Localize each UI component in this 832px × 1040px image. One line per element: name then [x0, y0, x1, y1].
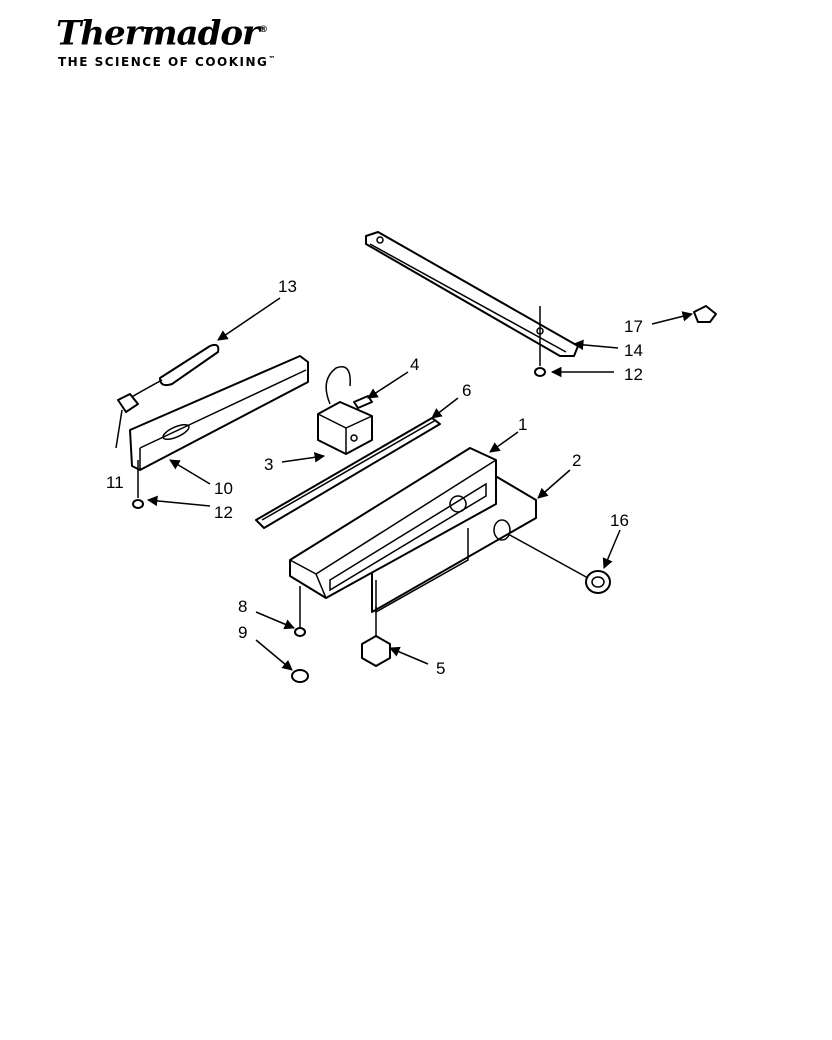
brand-name: Thermador® — [56, 12, 275, 51]
callout-13: 13 — [278, 277, 297, 296]
callout-5: 5 — [436, 659, 445, 678]
callout-12-left: 12 — [214, 503, 233, 522]
tagline-trademark: ™ — [268, 55, 276, 64]
callout-6: 6 — [462, 381, 471, 400]
part-10-channel — [129, 355, 309, 471]
callout-17: 17 — [624, 317, 643, 336]
brand-tagline-text: THE SCIENCE OF COOKING — [58, 55, 269, 70]
part-9-nut — [291, 669, 309, 683]
callout-10: 10 — [214, 479, 233, 498]
part-12-screw-right — [534, 306, 546, 377]
brand-tagline: THE SCIENCE OF COOKING™ — [58, 55, 275, 69]
callout-12-right: 12 — [624, 365, 643, 384]
callout-leaders — [146, 297, 694, 671]
thermador-logo: Thermador® THE SCIENCE OF COOKING™ — [56, 12, 275, 69]
part-3-switch — [317, 366, 373, 455]
part-14-bracket — [365, 231, 579, 357]
part-8-screw — [294, 586, 306, 637]
callout-labels: 1 2 3 4 5 6 8 9 10 11 12 12 12 13 14 16 … — [106, 277, 643, 678]
part-2-base — [375, 528, 469, 614]
callout-1: 1 — [518, 415, 527, 434]
part-17-clip — [693, 305, 717, 323]
part-11-clip — [115, 393, 139, 449]
callout-9: 9 — [238, 623, 247, 642]
part-4-screw — [353, 395, 373, 409]
part-12-screw-left — [132, 460, 144, 509]
part-1-panel — [289, 447, 511, 599]
callout-8: 8 — [238, 597, 247, 616]
callout-4: 4 — [410, 355, 419, 374]
part-6-strip — [255, 417, 441, 529]
callout-3: 3 — [264, 455, 273, 474]
part-13-bulb — [129, 343, 220, 399]
callout-14: 14 — [624, 341, 643, 360]
brand-trademark: ® — [258, 25, 268, 35]
part-5-connector — [361, 606, 391, 667]
callout-2: 2 — [572, 451, 581, 470]
brand-name-text: Thermador — [56, 13, 260, 54]
callout-11: 11 — [106, 473, 124, 492]
callout-16: 16 — [610, 511, 629, 530]
part-16-knob — [507, 533, 611, 594]
